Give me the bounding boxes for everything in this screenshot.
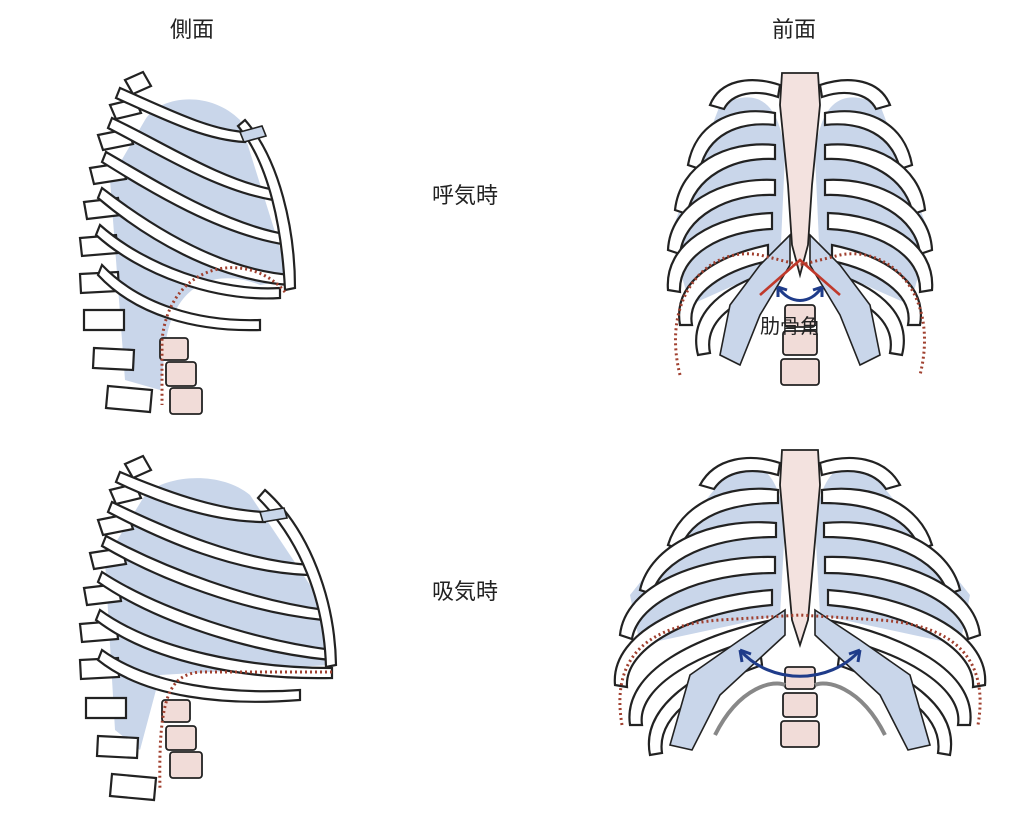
- front-view-expiration: [650, 65, 950, 395]
- costal-angle-arrow-inspiration: [738, 649, 862, 678]
- ribs-front-right-inspiration: [814, 456, 987, 757]
- ribs-front-right-expiration: [809, 79, 934, 367]
- costal-angle-label: 肋骨角: [760, 314, 820, 338]
- header-front: 前面: [772, 18, 817, 43]
- front-view-inspiration: [600, 445, 1000, 785]
- diaphragm-side-expiration: [160, 266, 287, 405]
- side-view-inspiration: [50, 450, 350, 820]
- side-view-expiration: [50, 60, 320, 430]
- costal-angle-lines-expiration: [759, 258, 841, 296]
- row-label-expiration: 呼気時: [432, 184, 499, 209]
- sternum-front-inspiration: [779, 449, 821, 648]
- header-side: 側面: [170, 18, 215, 43]
- ribs-side-inspiration: [94, 470, 338, 703]
- costal-angle-arrow-expiration: [776, 286, 824, 302]
- ribs-front-left-inspiration: [613, 456, 786, 757]
- row-label-inspiration: 吸気時: [432, 580, 499, 605]
- spine-side-inspiration: [78, 454, 203, 802]
- ribs-side-expiration: [94, 86, 297, 332]
- diaphragm-side-inspiration: [158, 670, 332, 791]
- sternum-front-expiration: [779, 72, 821, 279]
